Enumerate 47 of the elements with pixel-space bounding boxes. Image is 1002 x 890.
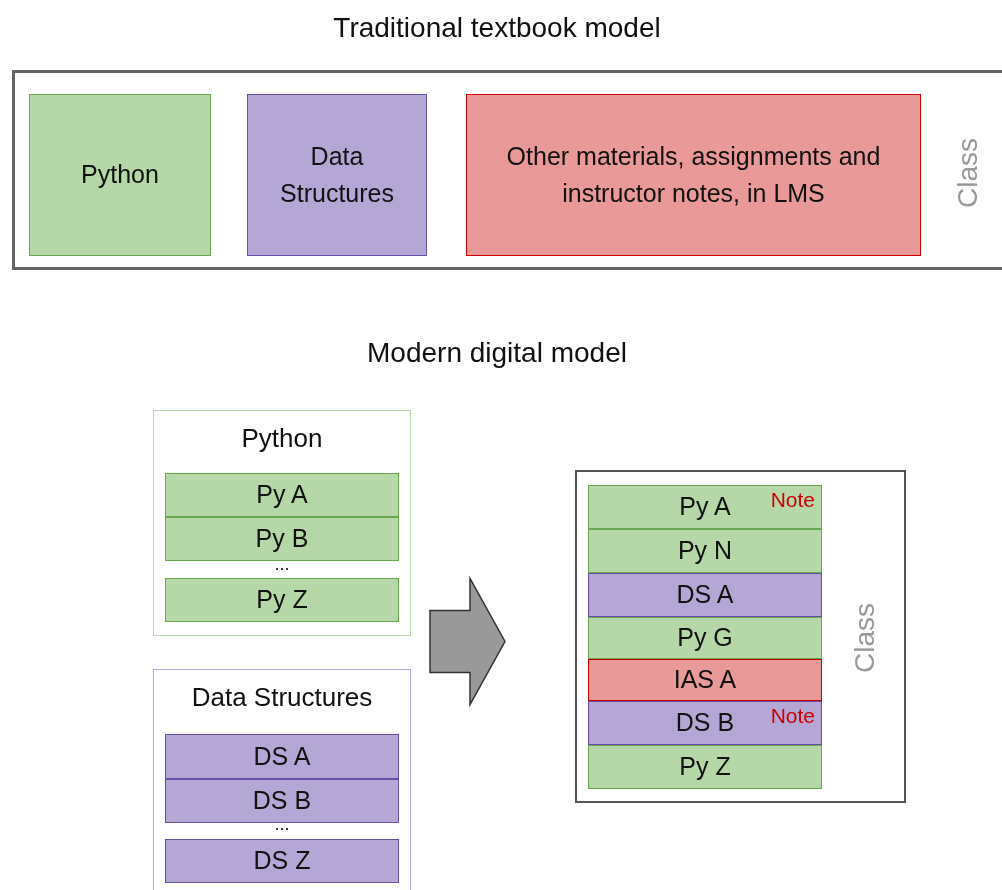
module-box: [165, 473, 399, 517]
module-label: Python: [80, 159, 160, 191]
ellipsis: ...: [273, 817, 291, 831]
module-box: [466, 94, 921, 256]
module-label: Py A: [678, 491, 732, 523]
module-box: [165, 517, 399, 561]
module-box: [247, 94, 427, 256]
note-label: Note: [770, 488, 815, 512]
group-title: Data Structures: [190, 682, 374, 713]
module-label: Py N: [676, 535, 734, 567]
module-label: Py Z: [678, 751, 732, 783]
container-box: [153, 669, 411, 890]
module-box: [588, 745, 822, 789]
module-label: Data Structures: [279, 140, 395, 209]
block-arrow: [429, 575, 506, 708]
module-label: Py A: [255, 479, 309, 511]
container-box: [575, 470, 906, 803]
module-label: Other materials, assignments and instructor notes, in LMS: [505, 140, 882, 209]
container-box: [12, 70, 1002, 270]
module-box: [165, 578, 399, 622]
module-box: [588, 701, 822, 745]
module-label: Py B: [254, 523, 310, 555]
section-heading: Modern digital model: [367, 337, 627, 369]
ellipsis: ...: [273, 557, 291, 571]
module-box: [165, 839, 399, 883]
section-heading: Traditional textbook model: [333, 12, 661, 44]
module-label: Py G: [676, 622, 734, 654]
module-box: [588, 617, 822, 659]
module-label: DS A: [252, 740, 312, 772]
module-box: [588, 659, 822, 701]
module-box: [588, 573, 822, 617]
module-box: [165, 734, 399, 779]
note-label: Note: [770, 704, 815, 728]
group-title: Python: [240, 423, 324, 454]
module-box: [29, 94, 211, 256]
module-label: Py Z: [255, 584, 309, 616]
module-label: IAS A: [672, 664, 738, 696]
class-label: Class: [952, 138, 984, 208]
class-label: Class: [849, 603, 881, 673]
module-box: [588, 485, 822, 529]
container-box: [153, 410, 411, 636]
module-label: DS A: [675, 579, 735, 611]
module-box: [588, 529, 822, 573]
module-label: DS Z: [252, 845, 312, 877]
module-box: [165, 779, 399, 823]
module-label: DS B: [674, 707, 736, 739]
module-label: DS B: [251, 785, 313, 817]
